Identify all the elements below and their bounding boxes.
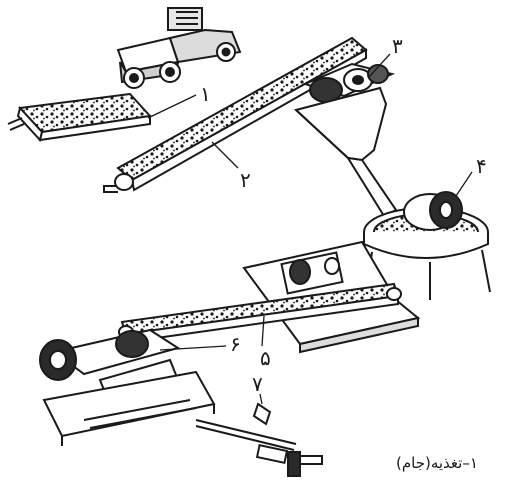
dump-truck	[118, 8, 240, 88]
label-2-conveyor: ۲	[240, 170, 251, 190]
figure-caption: ۱–تغذیه(جام)	[396, 454, 478, 472]
feeder-hopper	[8, 94, 150, 140]
label-3-primary-crusher: ۳	[392, 36, 403, 56]
label-5-return-conveyor: ۵	[260, 348, 271, 368]
roll-crusher	[40, 330, 214, 446]
label-4-secondary-crusher: ۴	[476, 156, 487, 176]
discharge-chute	[296, 88, 396, 216]
drive-shaft	[196, 404, 322, 476]
label-6-roll-crusher: ۶	[230, 334, 241, 354]
label-1-feeder: ۱	[200, 84, 211, 104]
label-7-drive-shaft: ۷	[252, 374, 263, 394]
